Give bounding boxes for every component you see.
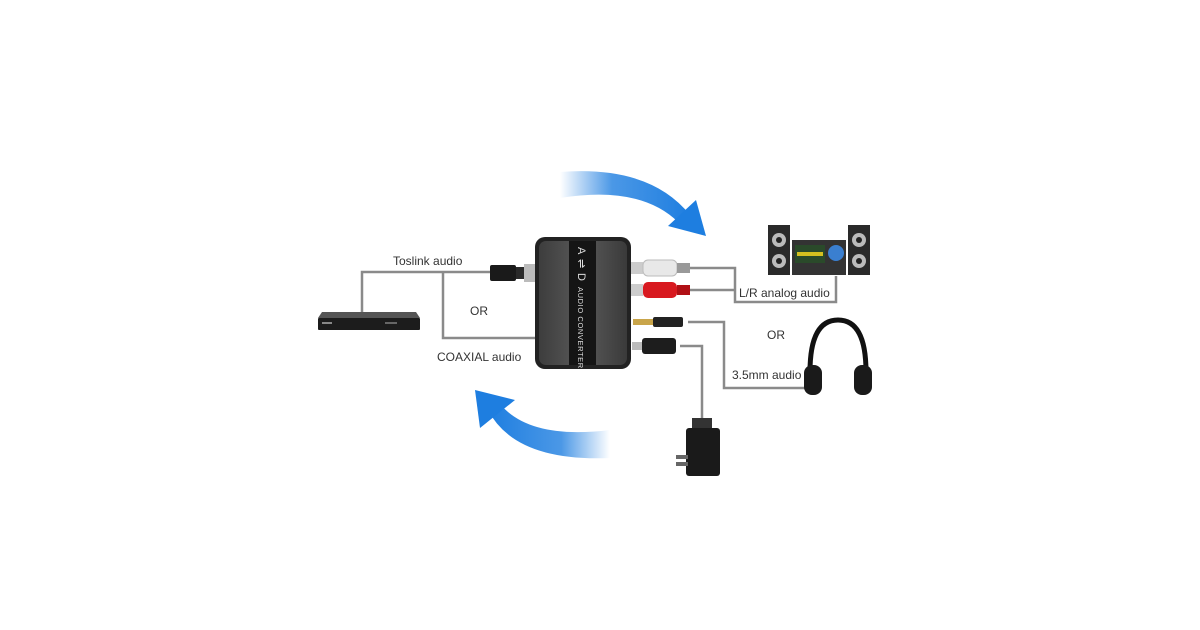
or-input-label: OR [470, 304, 488, 318]
jack-35mm-plug [633, 317, 683, 327]
flow-arrow-top [560, 171, 706, 236]
svg-text:AUDIO CONVERTER: AUDIO CONVERTER [576, 287, 585, 369]
blu-ray-player [318, 312, 420, 330]
lr-analog-label: L/R analog audio [739, 286, 830, 300]
power-adapter [676, 418, 720, 476]
speaker-system [768, 225, 870, 275]
svg-text:⇌: ⇌ [575, 259, 587, 268]
svg-text:A: A [575, 247, 587, 255]
headphones [804, 317, 872, 395]
wires [360, 266, 838, 425]
jack35-label: 3.5mm audio [732, 368, 802, 382]
micro-usb-plug [632, 338, 676, 354]
audio-converter-device: A ⇌ D AUDIO CONVERTER [535, 237, 631, 369]
toslink-label: Toslink audio [393, 254, 463, 268]
rca-red-plug [631, 282, 690, 298]
rca-white-plug [631, 259, 690, 277]
svg-text:D: D [575, 273, 587, 281]
flow-arrow-bottom [475, 390, 610, 459]
toslink-plug [490, 264, 536, 282]
or-output-label: OR [767, 328, 785, 342]
device-label: A ⇌ D AUDIO CONVERTER [575, 247, 587, 369]
coaxial-label: COAXIAL audio [437, 350, 522, 364]
